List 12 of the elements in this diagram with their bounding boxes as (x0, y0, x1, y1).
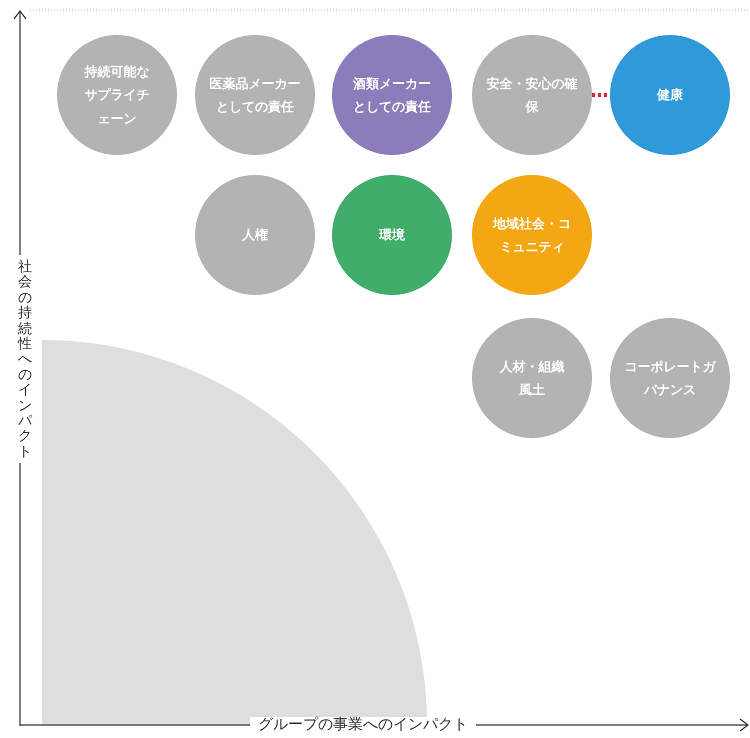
topic-label: 酒類メーカーとしての責任 (352, 74, 432, 116)
topic-label: 人権 (240, 226, 269, 244)
topic-label: 医薬品メーカーとしての責任 (208, 74, 302, 116)
dotted-connector (592, 93, 610, 97)
topic-label: 地域社会・コミュニティ (492, 214, 572, 256)
topic-label: コーポレートガバナンス (624, 358, 717, 399)
topic-label: 安全・安心の確保 (486, 74, 578, 116)
topic-label: 持続可能なサプライチェーン (83, 62, 150, 128)
axis-label: グループの事業へのインパクト (250, 717, 476, 732)
topic-label: 環境 (378, 226, 406, 244)
topic-label: 健康 (656, 86, 684, 104)
topic-label: 人材・組織風土 (498, 358, 566, 399)
